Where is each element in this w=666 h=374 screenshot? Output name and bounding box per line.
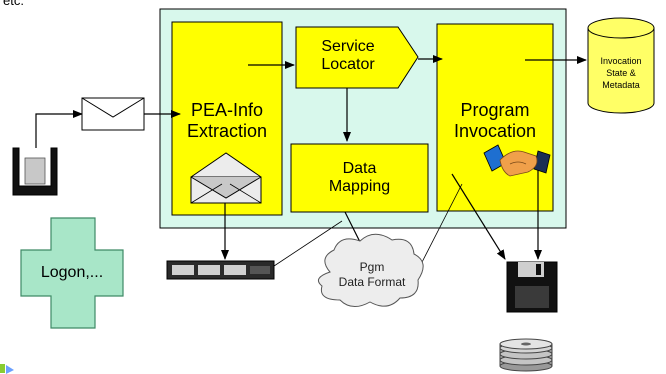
program-invocation-label: Program Invocation bbox=[453, 100, 537, 141]
service-locator-label: Service Locator bbox=[321, 38, 375, 74]
arrow-invocation-to-floppy bbox=[451, 173, 506, 260]
data-mapping-box bbox=[290, 143, 429, 213]
floppy-disk-icon bbox=[506, 261, 558, 313]
data-mapping-label: Data Mapping bbox=[328, 160, 391, 196]
cross-shape-icon bbox=[20, 217, 124, 329]
service-locator-box bbox=[295, 26, 419, 89]
database-label: Invocation State & Metadata bbox=[600, 56, 642, 91]
pea-info-extraction-label: PEA-Info Extraction bbox=[186, 100, 268, 141]
slide-marker-icon bbox=[0, 364, 14, 374]
mail-envelope-icon bbox=[81, 97, 145, 131]
database-cylinder-icon bbox=[587, 17, 655, 114]
top-text: etc. bbox=[3, 0, 24, 8]
disk-drive-icon bbox=[166, 260, 275, 280]
drive-to-cloud-line bbox=[267, 220, 343, 271]
disk-stack-icon bbox=[499, 338, 553, 372]
cloud-label: Pgm Data Format bbox=[338, 260, 406, 289]
tray-to-envelope-line bbox=[35, 110, 83, 148]
cloud-to-invocation-line bbox=[417, 183, 463, 271]
mail-tray-icon bbox=[12, 147, 58, 196]
handshake-icon bbox=[483, 144, 551, 177]
open-envelope-icon bbox=[190, 152, 262, 204]
cloud-icon bbox=[317, 233, 424, 307]
logon-label: Logon,... bbox=[40, 264, 104, 281]
